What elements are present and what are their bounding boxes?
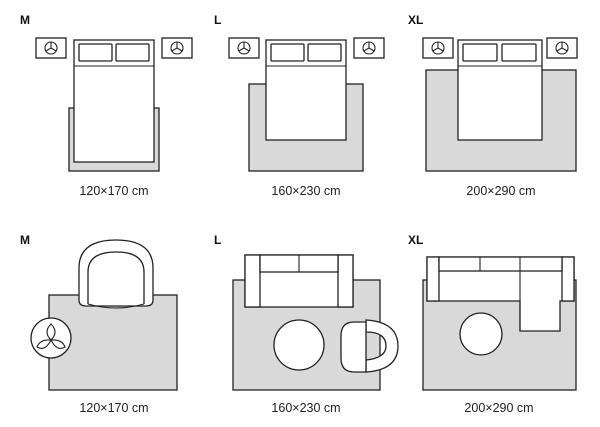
size-label: L [214, 233, 221, 247]
panel-xl-living: XL 200×290 cm [408, 233, 577, 415]
size-label: M [20, 13, 30, 27]
nightstand-lamp-icon [353, 37, 385, 59]
size-label: L [214, 13, 221, 27]
nightstand-lamp-icon [546, 37, 578, 59]
dimension-label: 200×290 cm [464, 401, 533, 415]
size-label: M [20, 233, 30, 247]
sofa-icon [244, 254, 354, 308]
panel-l-bedroom: L 160×230 cm [214, 13, 385, 198]
panel-l-living: L 160×230 cm [214, 233, 399, 415]
armchair-icon [340, 319, 399, 373]
dimension-label: 120×170 cm [79, 184, 148, 198]
dimension-label: 160×230 cm [271, 401, 340, 415]
sofa-icon [426, 256, 575, 332]
nightstand-lamp-icon [161, 37, 193, 59]
plant-icon [30, 317, 72, 359]
nightstand-lamp-icon [228, 37, 260, 59]
size-label: XL [408, 13, 423, 27]
panel-m-bedroom: M 120×170 cm [20, 13, 193, 198]
nightstand-lamp-icon [422, 37, 454, 59]
panel-m-armchair: M 120×170 cm [20, 233, 178, 415]
nightstand-lamp-icon [35, 37, 67, 59]
coffee-table-icon [273, 319, 325, 371]
panel-xl-bedroom: XL 200×290 cm [408, 13, 578, 198]
dimension-label: 200×290 cm [466, 184, 535, 198]
armchair-icon [78, 239, 154, 309]
dimension-label: 120×170 cm [79, 401, 148, 415]
dimension-label: 160×230 cm [271, 184, 340, 198]
coffee-table-icon [459, 312, 503, 356]
size-label: XL [408, 233, 423, 247]
